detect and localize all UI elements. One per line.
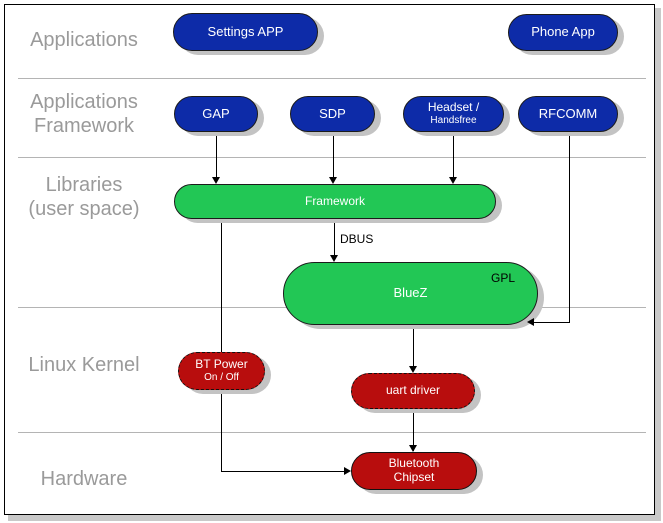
- bluez-label: BlueZ: [393, 285, 428, 301]
- layer-label-applications: Applications: [30, 29, 138, 51]
- divider-applications: [18, 78, 646, 79]
- node-gap[interactable]: GAP: [174, 96, 258, 132]
- divider-linux-kernel: [18, 432, 646, 433]
- edge-gap-to-framework-line: [216, 132, 217, 178]
- layer-label-libraries: Libraries (user space): [5, 173, 163, 221]
- node-bt-power[interactable]: BT Power On / Off: [178, 352, 265, 390]
- edge-gap-to-framework-arrow: [212, 177, 220, 184]
- edge-headset-to-framework-arrow: [449, 177, 457, 184]
- edge-framework-to-bluez-line: [334, 219, 335, 257]
- layer-label-applications-framework: Applications Framework: [5, 90, 163, 138]
- phone-app-label: Phone App: [531, 24, 595, 40]
- layer-label-line1: Applications: [30, 91, 138, 113]
- node-bluetooth-chipset[interactable]: Bluetooth Chipset: [351, 452, 477, 490]
- node-bluez[interactable]: BlueZ GPL: [283, 262, 538, 325]
- bt-power-label-line2: On / Off: [204, 372, 239, 384]
- edge-framework-to-chipset-hline: [221, 471, 346, 472]
- node-headset-handsfree[interactable]: Headset / Handsfree: [403, 96, 504, 132]
- edge-headset-to-framework-line: [453, 132, 454, 178]
- edge-bluez-to-uart-arrow: [409, 366, 417, 373]
- edge-framework-to-chipset-arrow: [344, 467, 351, 475]
- edge-sdp-to-framework-arrow: [329, 177, 337, 184]
- node-uart-driver[interactable]: uart driver: [351, 373, 475, 409]
- gap-label: GAP: [202, 105, 230, 121]
- edge-framework-to-chipset-vline: [221, 219, 222, 472]
- framework-label: Framework: [304, 193, 365, 208]
- edge-rfcomm-to-bluez-arrow: [527, 318, 534, 326]
- edge-uart-to-chipset-arrow: [409, 445, 417, 452]
- rfcomm-label: RFCOMM: [538, 105, 598, 121]
- edge-rfcomm-to-bluez-vline: [569, 132, 570, 323]
- node-sdp[interactable]: SDP: [290, 96, 375, 132]
- edge-rfcomm-to-bluez-hline: [534, 322, 570, 323]
- layer-label-line2: Framework: [33, 115, 134, 137]
- bt-power-label-line1: BT Power: [195, 357, 248, 372]
- settings-app-label: Settings APP: [207, 23, 284, 39]
- edge-bluez-to-uart-line: [413, 322, 414, 370]
- headset-handsfree-label-line1: Headset /: [427, 100, 480, 115]
- node-phone-app[interactable]: Phone App: [508, 14, 618, 51]
- node-rfcomm[interactable]: RFCOMM: [518, 96, 618, 132]
- layer-label-hardware: Hardware: [40, 468, 128, 490]
- sdp-label: SDP: [319, 105, 346, 121]
- layer-label-line1: Libraries: [45, 174, 123, 196]
- edge-label-dbus: DBUS: [340, 232, 374, 246]
- headset-handsfree-label-line2: Handsfree: [430, 115, 477, 127]
- node-framework[interactable]: Framework: [174, 184, 496, 219]
- layer-label-linux-kernel: Linux Kernel: [28, 354, 140, 376]
- divider-applications-framework: [18, 157, 646, 158]
- edge-sdp-to-framework-line: [333, 132, 334, 178]
- bluetooth-chipset-label-line1: Bluetooth: [388, 456, 440, 471]
- edge-uart-to-chipset-line: [413, 409, 414, 451]
- node-settings-app[interactable]: Settings APP: [173, 13, 318, 51]
- bluetooth-chipset-label-line2: Chipset: [393, 470, 435, 484]
- diagram-frame: [4, 4, 655, 515]
- bluez-gpl-badge: GPL: [490, 271, 515, 285]
- uart-driver-label: uart driver: [385, 383, 441, 398]
- edge-framework-to-bluez-arrow: [330, 255, 338, 262]
- layer-label-line2: (user space): [28, 198, 140, 220]
